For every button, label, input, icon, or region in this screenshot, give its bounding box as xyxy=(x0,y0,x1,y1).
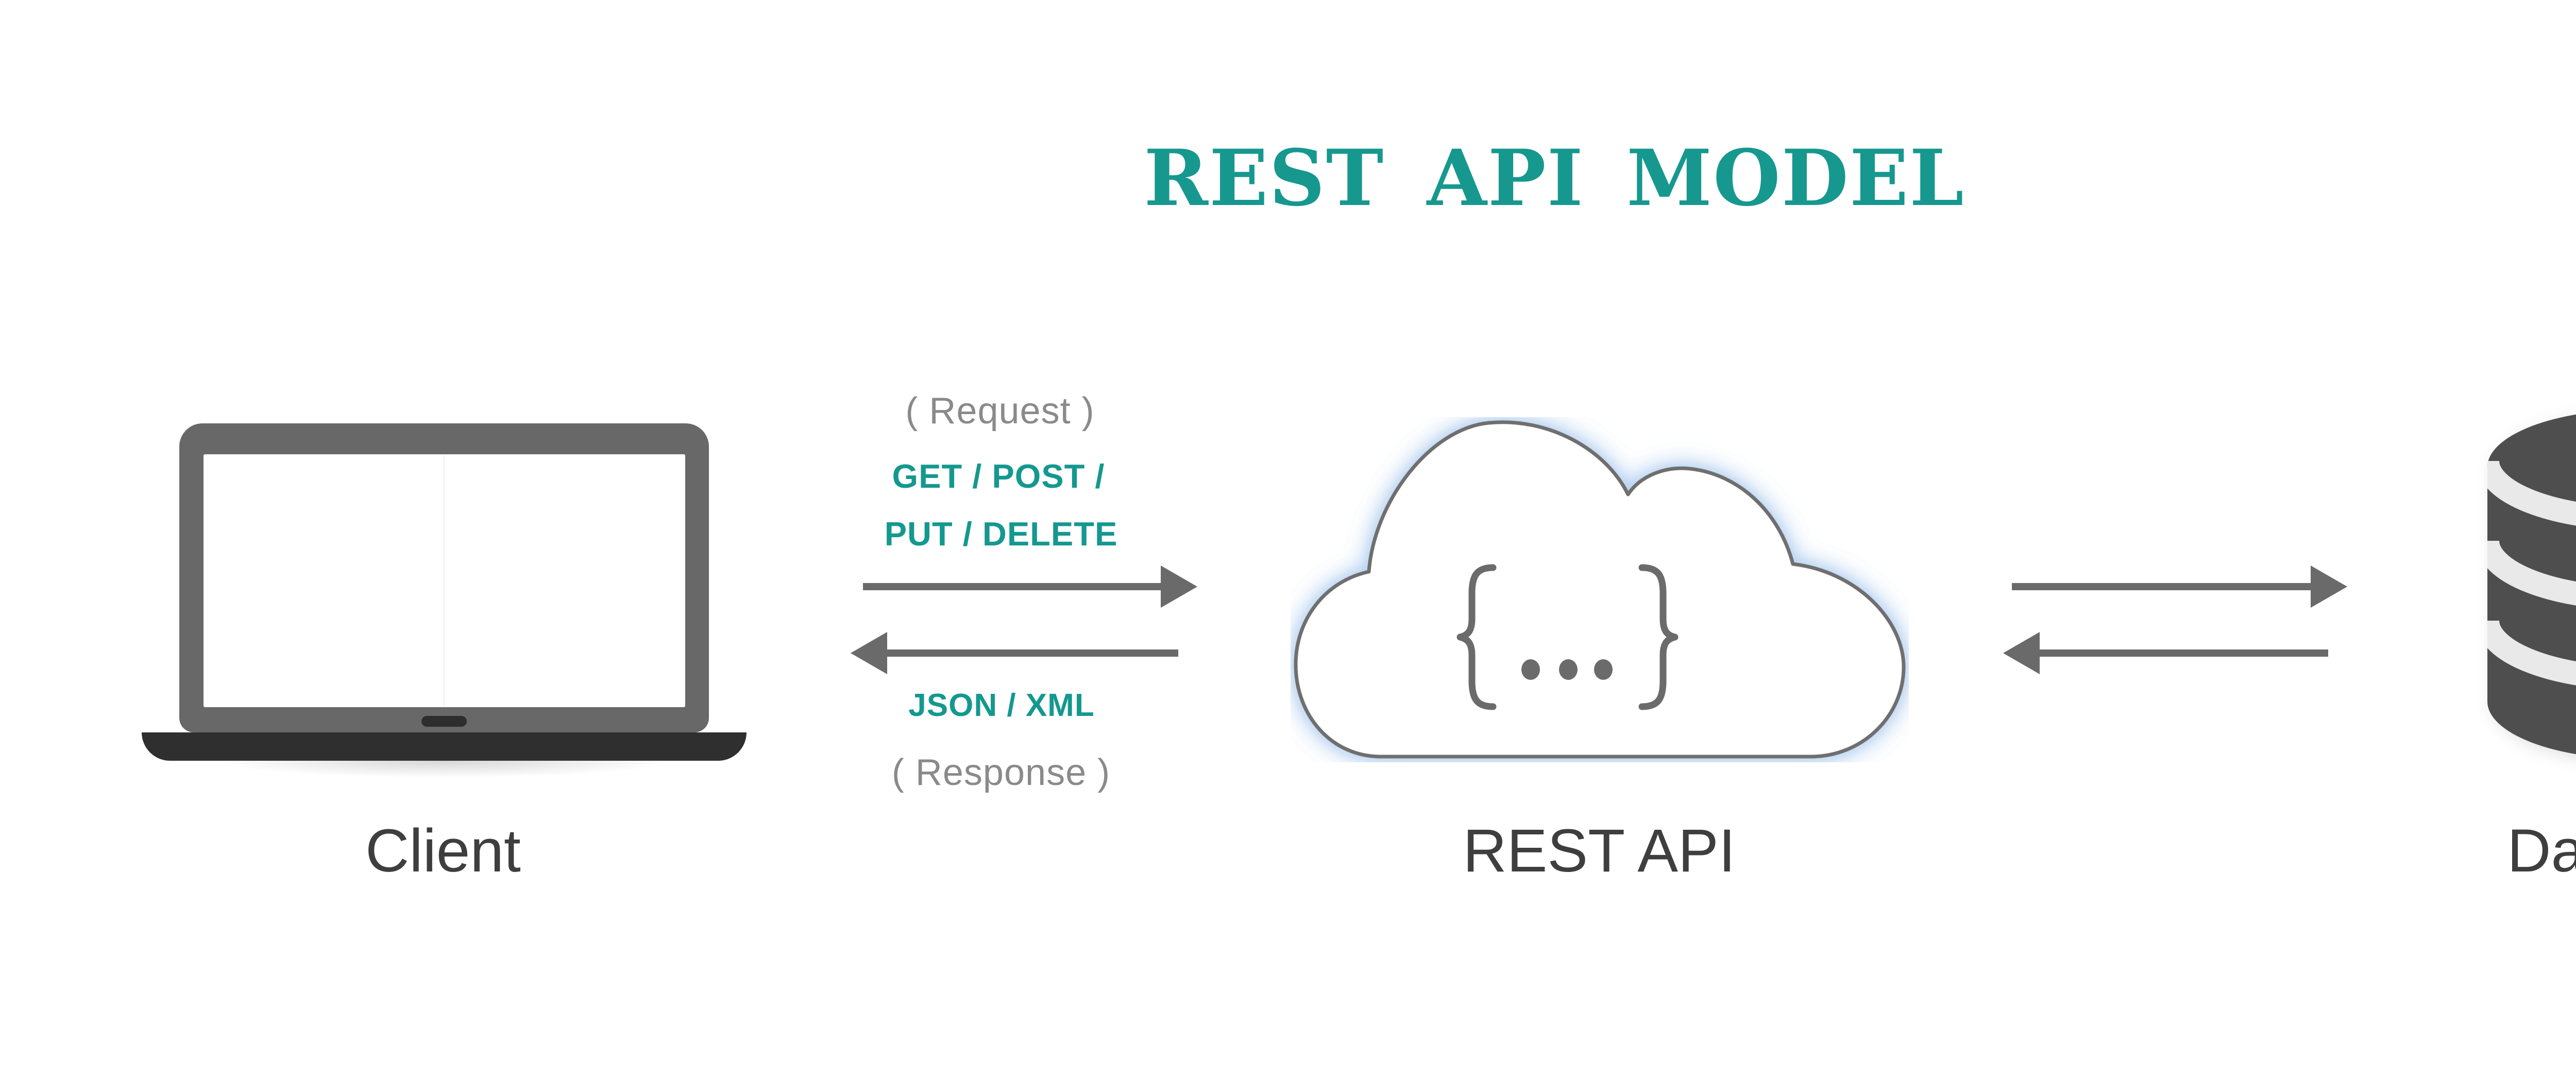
api-to-database-arrow-icon xyxy=(2012,566,2347,608)
curly-braces-ellipsis-icon xyxy=(1456,564,1679,710)
client-label: Client xyxy=(365,817,521,885)
request-arrow-icon xyxy=(863,566,1197,608)
laptop-base xyxy=(142,732,747,761)
database-label: Database xyxy=(2507,817,2576,885)
database-stripe xyxy=(2487,620,2576,690)
left-brace-icon xyxy=(1456,564,1497,710)
request-methods-line2: PUT / DELETE xyxy=(884,515,1118,553)
database-to-api-arrow-icon xyxy=(2003,632,2328,674)
rest-api-label: REST API xyxy=(1463,817,1736,885)
arrow-head xyxy=(851,632,887,674)
arrow-head xyxy=(1161,566,1197,608)
arrow-head xyxy=(2311,566,2347,608)
request-caption: ( Request ) xyxy=(905,390,1095,432)
laptop-screen-seam xyxy=(444,454,445,707)
cloud-icon xyxy=(1294,420,1906,759)
arrow-head xyxy=(2003,632,2040,674)
cloud-outline xyxy=(1294,420,1906,759)
database-cylinder-icon xyxy=(2487,414,2576,755)
database-stripe xyxy=(2487,540,2576,610)
laptop-screen xyxy=(204,454,685,707)
arrow-shaft xyxy=(2040,649,2328,657)
response-formats: JSON / XML xyxy=(908,688,1095,723)
arrow-shaft xyxy=(863,583,1161,590)
database-stripe xyxy=(2487,460,2576,531)
response-caption: ( Response ) xyxy=(891,752,1111,793)
laptop-hinge-notch xyxy=(421,716,467,727)
page-title: REST API MODEL xyxy=(1144,133,1965,224)
arrow-shaft xyxy=(2012,583,2311,590)
response-arrow-icon xyxy=(851,632,1178,674)
arrow-shaft xyxy=(887,649,1178,657)
ellipsis-dots-icon xyxy=(1521,659,1613,680)
right-brace-icon xyxy=(1638,564,1679,710)
request-methods-line1: GET / POST / xyxy=(892,457,1105,495)
laptop-shadow xyxy=(142,761,747,783)
